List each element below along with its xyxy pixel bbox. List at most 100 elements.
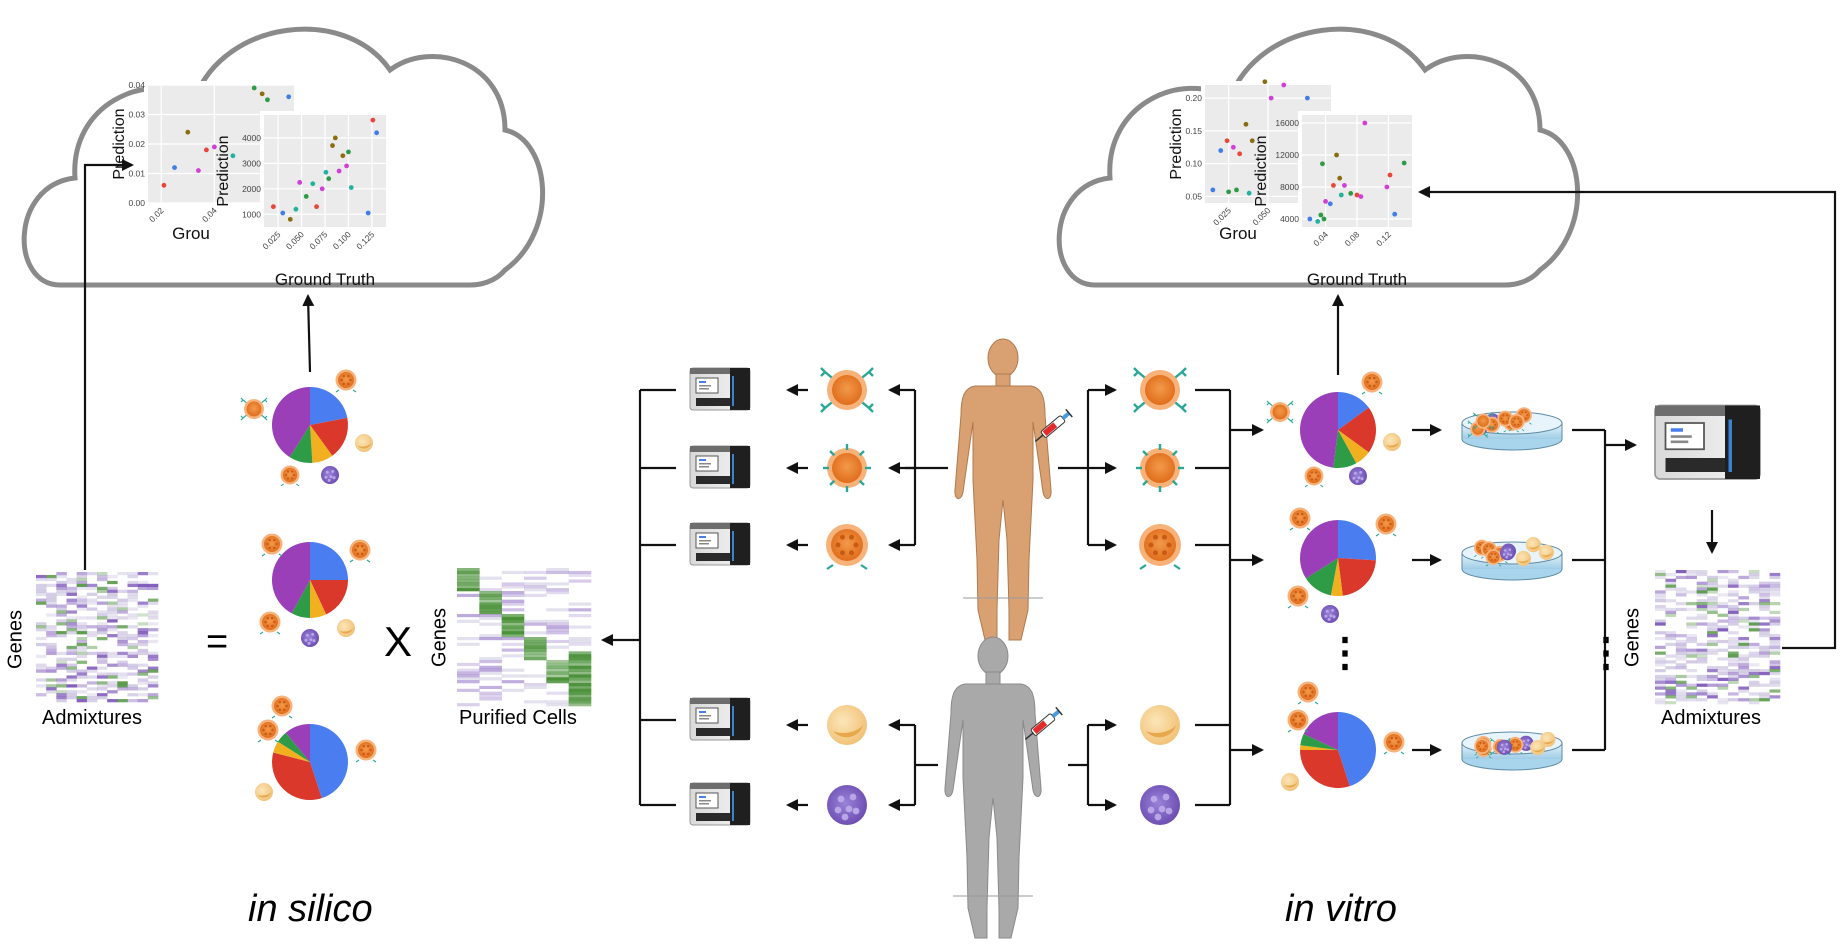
heatmap-cell [76, 572, 88, 576]
heatmap-cell [1655, 572, 1666, 577]
heatmap-cell [501, 608, 525, 612]
heatmap-cell [1665, 578, 1677, 582]
heatmap-cell [1759, 698, 1770, 702]
data-point [1327, 201, 1333, 207]
heatmap-cell [1717, 570, 1729, 574]
heatmap-cell [86, 699, 98, 703]
heatmap-cell [137, 687, 149, 691]
heatmap-cell [1686, 648, 1697, 652]
heatmap-cell [1707, 639, 1718, 644]
heatmap-cell [1738, 666, 1750, 670]
heatmap-cell [1769, 584, 1781, 588]
heatmap-cell [1707, 587, 1718, 591]
x-axis-label: Grou [172, 224, 210, 243]
heatmap-cell [1769, 680, 1781, 684]
heatmap-cell [1769, 572, 1781, 577]
heatmap-cell [1759, 607, 1770, 612]
pie-slice [285, 724, 310, 762]
violet-cell-icon [301, 629, 319, 647]
heatmap-cell [1748, 680, 1760, 684]
mono-cell-icon [335, 369, 357, 393]
heatmap-cell [66, 651, 77, 656]
heatmap-cell [1727, 581, 1739, 585]
heatmap-cell [479, 665, 502, 669]
data-point [1337, 175, 1343, 181]
heatmap-cell [46, 684, 57, 688]
mono-cell-icon [1361, 371, 1383, 395]
pie-slice [1300, 745, 1338, 750]
heatmap-cell [1707, 692, 1718, 696]
heatmap-cell [1769, 639, 1781, 644]
data-point [1224, 138, 1230, 144]
heatmap-cell [1717, 671, 1729, 676]
heatmap-cell [86, 669, 98, 673]
heatmap-cell [56, 663, 67, 667]
heatmap-cell [137, 642, 149, 647]
heatmap-cell [147, 681, 159, 685]
heatmap-cell [86, 696, 98, 700]
heatmap-cell [46, 678, 57, 682]
data-point [374, 130, 380, 136]
mono-cell-icon [355, 739, 377, 763]
heatmap-cell [1748, 698, 1760, 702]
heatmap-cell [1759, 631, 1770, 635]
pie-slice [1338, 520, 1376, 561]
heatmap-cell [147, 598, 159, 602]
heatmap-cell [107, 607, 118, 611]
pie-slice [310, 724, 349, 799]
data-point [172, 165, 177, 171]
heatmap-cell [546, 660, 569, 664]
heatmap-cell [1727, 631, 1739, 635]
heatmap-cell [107, 625, 118, 629]
heatmap-cell [66, 678, 77, 682]
heatmap-cell [1665, 689, 1677, 693]
heatmap-cell [1707, 677, 1718, 681]
heatmap-cell [97, 628, 108, 632]
heatmap-cell [117, 684, 128, 688]
heatmap-cell [66, 669, 77, 673]
heatmap-cell [56, 592, 67, 596]
heatmap-cell [546, 703, 569, 707]
heatmap-cell [36, 589, 47, 593]
pie-slice [1338, 407, 1376, 453]
heatmap-cell [1759, 683, 1770, 687]
heatmap-cell [36, 666, 47, 670]
heatmap-cell [568, 688, 592, 692]
heatmap-cell [117, 604, 128, 608]
y-tick-label: 0.00 [128, 198, 145, 208]
pie-slice [1300, 733, 1338, 750]
heatmap-cell [1738, 616, 1750, 620]
heatmap-cell [66, 601, 77, 605]
data-point [161, 182, 167, 188]
y-tick-label: 0.01 [128, 169, 145, 179]
mono-cell-icon [271, 695, 293, 719]
heatmap-cell [524, 654, 547, 658]
heatmap-cell [1748, 616, 1760, 620]
heatmap-cell [1759, 645, 1770, 649]
heatmap-cell [56, 574, 67, 579]
data-point [286, 94, 292, 100]
y-tick-label: 0.05 [1185, 191, 1202, 201]
heatmap-cell [457, 585, 480, 589]
heatmap-cell [457, 614, 480, 618]
heatmap-cell [1696, 689, 1708, 693]
heatmap-cell [127, 572, 138, 576]
data-point [1243, 121, 1249, 127]
heatmap-cell [117, 663, 128, 667]
mono-cell-icon [1485, 549, 1502, 567]
pie-slice [1300, 750, 1350, 788]
heatmap-cell [1665, 674, 1677, 679]
heatmap-cell [1748, 663, 1760, 667]
heatmap-cell [479, 634, 502, 638]
heatmap-cell [1769, 648, 1781, 652]
heatmap-cell [1759, 692, 1770, 696]
pie-slice [273, 741, 310, 762]
mono-cell-icon [1474, 738, 1491, 756]
heatmap-cell [76, 684, 88, 688]
heatmap-cell [46, 666, 57, 670]
heatmap-cell [76, 628, 88, 632]
heatmap-cell [1727, 607, 1739, 612]
heatmap-cell [1707, 607, 1718, 612]
ellipsis-pies: ⋮ [1325, 631, 1365, 675]
heatmap-cell [524, 576, 547, 580]
